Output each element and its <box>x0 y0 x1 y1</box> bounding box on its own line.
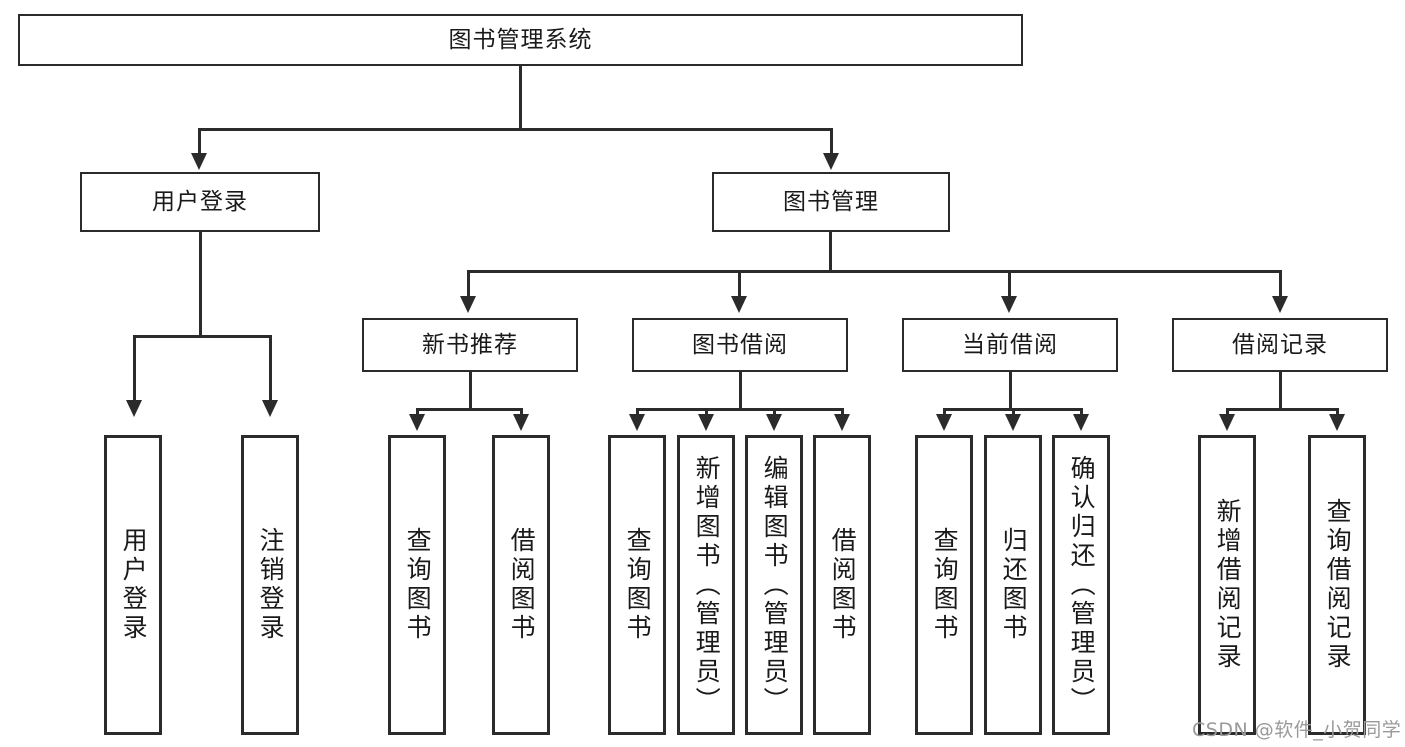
connector-root-stem <box>519 66 522 128</box>
arrow-to-current-borrow <box>1001 296 1017 313</box>
connector-drop-current-borrow <box>1008 270 1011 298</box>
leaf-query-book-recommend[interactable]: 查询图书 <box>388 435 446 735</box>
leaf-label: 查询图书 <box>930 527 960 643</box>
leaf-query-borrow-record[interactable]: 查询借阅记录 <box>1308 435 1366 735</box>
node-label: 图书管理系统 <box>448 26 593 53</box>
node-book-management[interactable]: 图书管理 <box>712 172 950 232</box>
leaf-borrow-book-recommend[interactable]: 借阅图书 <box>492 435 550 735</box>
leaf-label: 确认归还（管理员） <box>1067 454 1097 716</box>
leaf-label: 借阅图书 <box>828 527 858 643</box>
connector-stem-borrow-record <box>1279 372 1282 408</box>
connector-drop-book-management <box>830 128 833 155</box>
connector-bus-level3 <box>467 270 1282 273</box>
connector-drop-borrow-record <box>1279 270 1282 298</box>
connector-drop-br-1 <box>1226 408 1229 416</box>
arrow-to-login-leaf-2 <box>262 400 278 417</box>
node-label: 用户登录 <box>152 188 248 215</box>
connector-drop-bb-1 <box>636 408 639 416</box>
connector-stem-book-management <box>829 232 832 270</box>
connector-stem-new-book-recommend <box>469 372 472 408</box>
arrow-to-cb-leaf-2 <box>1005 414 1021 431</box>
leaf-label: 查询图书 <box>403 527 433 643</box>
leaf-label: 注销登录 <box>256 527 286 643</box>
node-user-login[interactable]: 用户登录 <box>80 172 320 232</box>
connector-drop-bb-2 <box>705 408 708 416</box>
leaf-label: 归还图书 <box>999 527 1029 643</box>
arrow-to-nb-leaf-1 <box>409 414 425 431</box>
arrow-to-bb-leaf-2 <box>698 414 714 431</box>
connector-drop-cb-3 <box>1080 408 1083 416</box>
csdn-watermark: CSDN @软件_小贺同学 <box>1192 719 1402 741</box>
leaf-label: 编辑图书（管理员） <box>760 454 790 716</box>
node-label: 借阅记录 <box>1232 331 1328 358</box>
leaf-logout[interactable]: 注销登录 <box>241 435 299 735</box>
leaf-label: 查询图书 <box>623 527 653 643</box>
connector-bus-book-borrow-children <box>636 408 844 411</box>
arrow-to-br-leaf-1 <box>1219 414 1235 431</box>
arrow-to-cb-leaf-1 <box>936 414 952 431</box>
arrow-to-borrow-record <box>1272 296 1288 313</box>
connector-drop-cb-1 <box>943 408 946 416</box>
node-label: 图书管理 <box>783 188 879 215</box>
connector-drop-bb-4 <box>841 408 844 416</box>
node-borrow-record[interactable]: 借阅记录 <box>1172 318 1388 372</box>
leaf-add-book-admin[interactable]: 新增图书（管理员） <box>677 435 735 735</box>
node-book-borrow[interactable]: 图书借阅 <box>632 318 848 372</box>
node-label: 图书借阅 <box>692 331 788 358</box>
connector-drop-cb-2 <box>1012 408 1015 416</box>
connector-bus-new-book-children <box>416 408 523 411</box>
connector-bus-borrow-record-children <box>1226 408 1339 411</box>
leaf-user-login[interactable]: 用户登录 <box>104 435 162 735</box>
connector-drop-bb-3 <box>773 408 776 416</box>
leaf-label: 新增图书（管理员） <box>692 454 722 716</box>
node-new-book-recommend[interactable]: 新书推荐 <box>362 318 578 372</box>
connector-stem-current-borrow <box>1009 372 1012 408</box>
connector-bus-user-login-children <box>133 335 272 338</box>
leaf-confirm-return-admin[interactable]: 确认归还（管理员） <box>1052 435 1110 735</box>
arrow-to-br-leaf-2 <box>1329 414 1345 431</box>
node-current-borrow[interactable]: 当前借阅 <box>902 318 1118 372</box>
node-book-management-system[interactable]: 图书管理系统 <box>18 14 1023 66</box>
connector-drop-new-book <box>467 270 470 298</box>
leaf-label: 借阅图书 <box>507 527 537 643</box>
arrow-to-book-borrow <box>731 296 747 313</box>
leaf-return-book[interactable]: 归还图书 <box>984 435 1042 735</box>
leaf-label: 查询借阅记录 <box>1323 498 1353 672</box>
connector-stem-book-borrow <box>739 372 742 408</box>
connector-drop-br-2 <box>1336 408 1339 416</box>
leaf-add-borrow-record[interactable]: 新增借阅记录 <box>1198 435 1256 735</box>
node-label: 当前借阅 <box>962 331 1058 358</box>
connector-drop-login-1 <box>133 335 136 402</box>
connector-stem-user-login <box>199 232 202 335</box>
connector-drop-nb-1 <box>416 408 419 416</box>
leaf-label: 新增借阅记录 <box>1213 498 1243 672</box>
arrow-to-book-management <box>823 153 839 170</box>
arrow-to-user-login <box>191 153 207 170</box>
leaf-borrow-book[interactable]: 借阅图书 <box>813 435 871 735</box>
arrow-to-login-leaf-1 <box>126 400 142 417</box>
arrow-to-bb-leaf-1 <box>629 414 645 431</box>
node-label: 新书推荐 <box>422 331 518 358</box>
leaf-edit-book-admin[interactable]: 编辑图书（管理员） <box>745 435 803 735</box>
leaf-label: 用户登录 <box>119 527 149 643</box>
leaf-query-book-borrow[interactable]: 查询图书 <box>608 435 666 735</box>
connector-drop-nb-2 <box>520 408 523 416</box>
connector-drop-login-2 <box>269 335 272 402</box>
connector-bus-level2 <box>198 128 832 131</box>
arrow-to-bb-leaf-4 <box>834 414 850 431</box>
arrow-to-nb-leaf-2 <box>513 414 529 431</box>
leaf-query-book-current[interactable]: 查询图书 <box>915 435 973 735</box>
arrow-to-bb-leaf-3 <box>766 414 782 431</box>
arrow-to-cb-leaf-3 <box>1073 414 1089 431</box>
connector-drop-book-borrow <box>738 270 741 298</box>
arrow-to-new-book-recommend <box>460 296 476 313</box>
connector-drop-user-login <box>198 128 201 155</box>
